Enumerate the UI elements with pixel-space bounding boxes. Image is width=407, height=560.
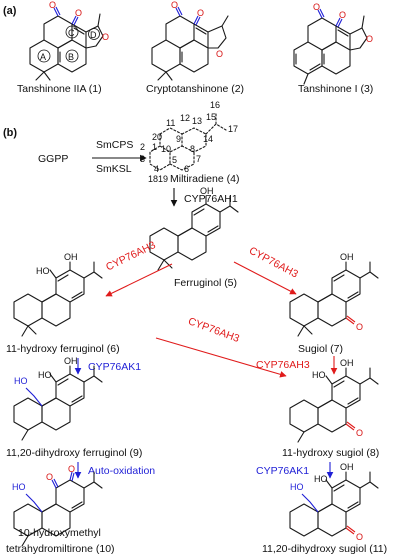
structure-dihydroxy-sugiol: HO HO OH O	[289, 462, 379, 542]
arrow-ferruginol-to-7	[233, 261, 297, 295]
atom-ho-6: HO	[36, 266, 50, 276]
carbon-14: 14	[203, 134, 213, 144]
enzyme-cyp76ah3-c: CYP76AH3	[186, 315, 241, 345]
panel-b-label: (b)	[3, 127, 17, 139]
carbon-3: 3	[140, 154, 145, 164]
carbon-16: 16	[210, 100, 220, 110]
structure-ferruginol: OH	[149, 186, 239, 271]
carbon-1: 1	[152, 142, 157, 152]
atom-o-3b: O	[339, 10, 346, 20]
atom-ho-10: HO	[12, 482, 26, 492]
enzyme-cyp76ah3-b: CYP76AH3	[247, 245, 300, 281]
carbon-6: 6	[184, 164, 189, 174]
label-dihydroxy-ferruginol: 11,20-dihydroxy ferruginol (9)	[6, 447, 142, 459]
enzyme-auto-oxidation: Auto-oxidation	[88, 465, 155, 477]
carbon-5: 5	[172, 155, 177, 165]
enzyme-cyp76ah3-a: CYP76AH3	[104, 239, 158, 273]
enzyme-smcps: SmCPS	[96, 139, 133, 151]
carbon-12: 12	[180, 113, 190, 123]
carbon-19: 19	[158, 174, 168, 184]
atom-o-2b: O	[197, 8, 204, 18]
atom-o-11: O	[356, 532, 363, 542]
atom-o-7: O	[356, 322, 363, 332]
carbon-15: 15	[206, 112, 216, 122]
ring-label-a: A	[40, 52, 46, 62]
structure-hydroxy-ferruginol: HO OH	[13, 252, 103, 337]
atom-oh-9: OH	[64, 356, 78, 366]
carbon-10: 10	[161, 144, 171, 154]
label-ferruginol: Ferruginol (5)	[174, 277, 237, 289]
carbon-11: 11	[166, 118, 175, 128]
structure-dihydroxy-ferruginol: HO HO OH	[13, 356, 103, 441]
label-tanshinone-i: Tanshinone I (3)	[298, 83, 373, 95]
label-tanshinone-iia: Tanshinone IIA (1)	[17, 83, 102, 95]
atom-o-1a: O	[49, 0, 56, 10]
label-hydroxymethyl-line2: tetrahydromiltirone (10)	[6, 543, 115, 555]
structure-hydroxy-sugiol: HO OH O	[289, 358, 379, 443]
atom-ho-11a: HO	[290, 482, 304, 492]
atom-ho-9b: HO	[38, 370, 52, 380]
arrow-ferruginol-to-6	[105, 263, 173, 297]
carbon-20: 20	[152, 132, 162, 142]
label-hydroxy-sugiol: 11-hydroxy sugiol (8)	[282, 447, 379, 459]
structure-sugiol: OH O	[289, 252, 379, 337]
label-cryptotanshinone: Cryptotanshinone (2)	[146, 83, 244, 95]
atom-o-3c: O	[366, 34, 373, 44]
carbon-7: 7	[196, 154, 201, 164]
atom-ho-9a: HO	[14, 376, 28, 386]
carbon-4: 4	[154, 164, 159, 174]
enzyme-cyp76ak1-b: CYP76AK1	[256, 465, 309, 477]
atom-o-2c: O	[216, 49, 223, 59]
atom-o-10b: O	[68, 464, 75, 474]
atom-oh-11: OH	[340, 462, 354, 472]
atom-oh-8: OH	[340, 358, 354, 368]
panel-a-label: (a)	[3, 5, 17, 17]
atom-o-8: O	[356, 428, 363, 438]
atom-ho-11b: HO	[314, 474, 328, 484]
atom-oh-7: OH	[340, 252, 354, 262]
label-ggpp: GGPP	[38, 153, 68, 165]
label-dihydroxy-sugiol: 11,20-dihydroxy sugiol (11)	[262, 543, 387, 555]
enzyme-cyp76ak1-a: CYP76AK1	[88, 361, 141, 373]
carbon-2: 2	[140, 142, 145, 152]
carbon-18: 18	[148, 174, 158, 184]
carbon-13: 13	[192, 116, 202, 126]
ring-label-b: B	[68, 52, 74, 62]
atom-oh-6: OH	[64, 252, 78, 262]
ring-label-c: C	[68, 28, 75, 38]
atom-o-1b: O	[75, 8, 82, 18]
carbon-17: 17	[228, 124, 238, 134]
enzyme-cyp76ah3-d: CYP76AH3	[256, 359, 310, 371]
ring-label-d: D	[90, 30, 97, 40]
label-hydroxy-ferruginol: 11-hydroxy ferruginol (6)	[6, 343, 120, 355]
atom-o-2a: O	[171, 0, 178, 10]
label-hydroxymethyl-line1: 10-hydroxymethyl	[18, 527, 101, 539]
structure-tanshinone-iia: O O O A B C D	[29, 0, 109, 81]
enzyme-cyp76ah1: CYP76AH1	[184, 193, 238, 205]
label-sugiol: Sugiol (7)	[298, 343, 343, 355]
carbon-8: 8	[190, 144, 195, 154]
label-miltiradiene: Miltiradiene (4)	[170, 173, 239, 185]
structure-hydroxymethyl-tetrahydromiltirone: HO O O	[12, 464, 103, 547]
atom-o-10a: O	[46, 472, 53, 482]
carbon-9: 9	[176, 134, 181, 144]
enzyme-smksl: SmKSL	[96, 163, 132, 175]
atom-oh-5: OH	[200, 186, 214, 196]
structure-miltiradiene: 1 2 3 4 5 6 7 8 9 10 11 12 13 14 15 16 1…	[140, 100, 238, 184]
arrow-6-to-8	[155, 337, 287, 378]
structure-cryptotanshinone: O O O	[151, 0, 229, 81]
atom-o-3a: O	[313, 2, 320, 12]
atom-ho-8: HO	[312, 370, 326, 380]
structure-tanshinone-i: O O O	[293, 2, 373, 85]
atom-o-1c: O	[102, 32, 109, 42]
